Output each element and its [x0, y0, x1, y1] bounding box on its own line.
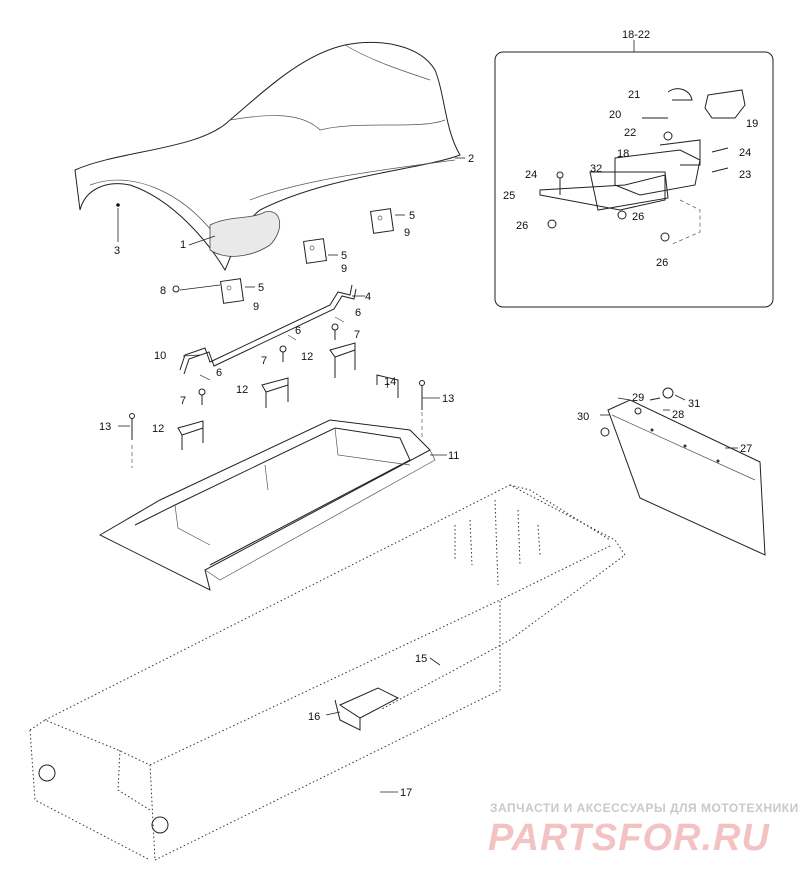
callout-2: 2	[468, 153, 474, 165]
callout-9c: 9	[253, 301, 259, 313]
callout-1: 1	[180, 239, 186, 251]
callout-14: 14	[384, 376, 396, 388]
callout-22: 22	[624, 127, 636, 139]
inset-box	[494, 40, 774, 308]
callout-5c: 5	[258, 282, 264, 294]
callout-12a: 12	[301, 351, 313, 363]
callout-7c: 7	[180, 395, 186, 407]
callout-4: 4	[365, 291, 371, 303]
callout-6b: 6	[355, 307, 361, 319]
callout-6a: 6	[295, 325, 301, 337]
callout-5a: 5	[409, 210, 415, 222]
seat	[74, 41, 461, 272]
callout-19: 19	[746, 118, 758, 130]
seat-rod	[179, 284, 357, 381]
callout-7b: 7	[261, 355, 267, 367]
callout-21: 21	[628, 89, 640, 101]
callout-9b: 9	[341, 263, 347, 275]
brackets	[177, 342, 356, 450]
callout-11: 11	[448, 450, 459, 462]
callout-26b: 26	[516, 220, 528, 232]
callout-7a: 7	[354, 329, 360, 341]
callout-13b: 13	[99, 421, 111, 433]
callout-31: 31	[688, 398, 700, 410]
callout-28: 28	[672, 409, 684, 421]
callout-25: 25	[503, 190, 515, 202]
callout-16: 16	[308, 711, 320, 723]
callout-12c: 12	[152, 423, 164, 435]
callout-8: 8	[160, 285, 166, 297]
callout-15: 15	[415, 653, 427, 665]
callout-30: 30	[577, 411, 589, 423]
callout-13a: 13	[442, 393, 454, 405]
callout-5b: 5	[341, 250, 347, 262]
storage-tray	[98, 419, 436, 591]
callout-27: 27	[740, 443, 752, 455]
callout-20: 20	[609, 109, 621, 121]
watermark-brand: PARTSFOR.RU	[488, 817, 770, 859]
fasteners	[129, 285, 425, 468]
mud-flap	[600, 387, 766, 556]
callout-24b: 24	[525, 169, 537, 181]
hinge-brackets	[220, 208, 394, 304]
callout-32: 32	[590, 163, 602, 175]
callout-23: 23	[739, 169, 751, 181]
callout-18: 18	[617, 148, 629, 160]
callout-12b: 12	[236, 384, 248, 396]
leader-lines	[117, 157, 738, 793]
callout-24a: 24	[739, 147, 751, 159]
chassis-tunnel	[29, 484, 626, 861]
callout-10: 10	[154, 350, 166, 362]
callout-26a: 26	[632, 211, 644, 223]
callout-6c: 6	[216, 367, 222, 379]
callout-29: 29	[632, 392, 644, 404]
callout-9a: 9	[404, 227, 410, 239]
callout-17: 17	[400, 787, 412, 799]
callout-26c: 26	[656, 257, 668, 269]
callout-3: 3	[114, 245, 120, 257]
watermark-tagline: ЗАПЧАСТИ И АКСЕССУАРЫ ДЛЯ МОТОТЕХНИКИ	[490, 801, 799, 815]
inset-label: 18-22	[622, 29, 650, 41]
